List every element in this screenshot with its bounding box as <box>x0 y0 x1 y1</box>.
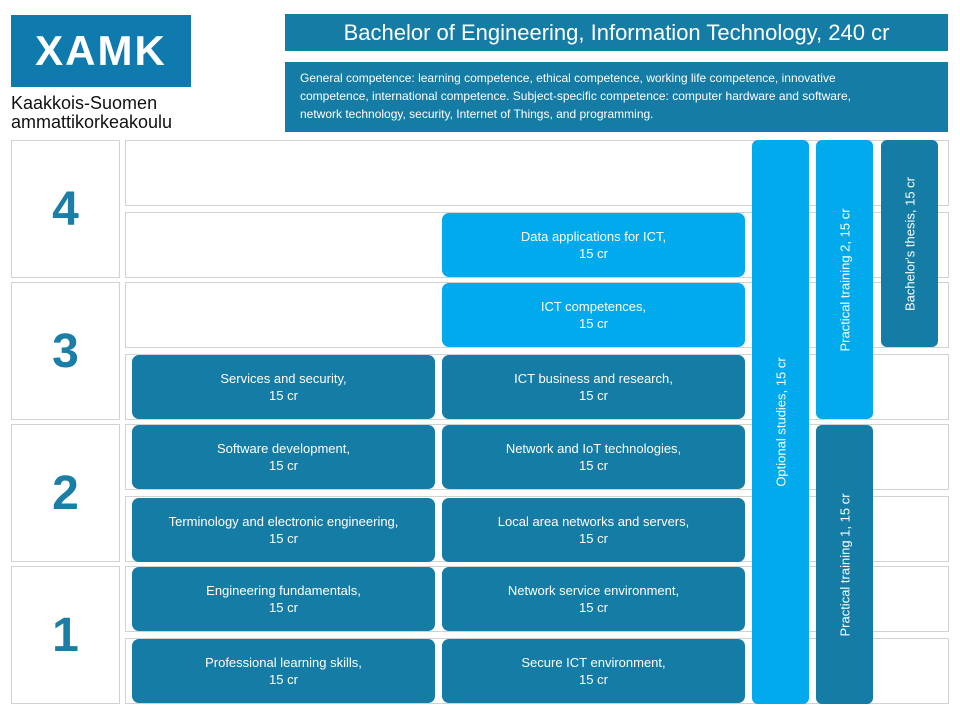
year-3-number: 3 <box>52 324 79 378</box>
course-services-security[interactable]: Services and security, 15 cr <box>132 355 435 419</box>
year-4-box: 4 <box>11 140 120 278</box>
course-credits: 15 cr <box>579 246 608 261</box>
practical-training-1-bar[interactable]: Practical training 1, 15 cr <box>816 425 873 704</box>
bachelors-thesis-label: Bachelor's thesis, 15 cr <box>902 176 917 311</box>
course-terminology-electronics[interactable]: Terminology and electronic engineering, … <box>132 498 435 562</box>
course-credits: 15 cr <box>579 531 608 546</box>
competence-description: General competence: learning competence,… <box>285 62 948 132</box>
semester-row <box>125 140 949 206</box>
logo-subtitle: Kaakkois-Suomen ammattikorkeakoulu <box>11 94 172 132</box>
course-ict-business-research[interactable]: ICT business and research, 15 cr <box>442 355 745 419</box>
year-4-number: 4 <box>52 182 79 236</box>
course-lan-servers[interactable]: Local area networks and servers, 15 cr <box>442 498 745 562</box>
bachelors-thesis-bar[interactable]: Bachelor's thesis, 15 cr <box>881 140 938 347</box>
course-credits: 15 cr <box>579 600 608 615</box>
logo-subtitle-line2: ammattikorkeakoulu <box>11 112 173 132</box>
course-professional-learning[interactable]: Professional learning skills, 15 cr <box>132 639 435 703</box>
course-name: Services and security, <box>220 371 347 386</box>
year-1-number: 1 <box>52 608 79 662</box>
course-credits: 15 cr <box>269 531 298 546</box>
course-credits: 15 cr <box>269 672 298 687</box>
optional-studies-label: Optional studies, 15 cr <box>773 357 788 487</box>
degree-title: Bachelor of Engineering, Information Tec… <box>285 14 948 51</box>
year-2-box: 2 <box>11 424 120 562</box>
course-credits: 15 cr <box>269 458 298 473</box>
course-name: Professional learning skills, <box>205 655 362 670</box>
course-credits: 15 cr <box>269 600 298 615</box>
year-1-box: 1 <box>11 566 120 704</box>
competence-line: network technology, security, Internet o… <box>300 107 654 121</box>
practical-training-2-bar[interactable]: Practical training 2, 15 cr <box>816 140 873 419</box>
course-name: Terminology and electronic engineering, <box>168 514 399 529</box>
practical-training-1-label: Practical training 1, 15 cr <box>837 492 852 637</box>
course-name: ICT business and research, <box>514 371 673 386</box>
course-name: Engineering fundamentals, <box>206 583 361 598</box>
course-network-iot[interactable]: Network and IoT technologies, 15 cr <box>442 425 745 489</box>
course-ict-competences[interactable]: ICT competences, 15 cr <box>442 283 745 347</box>
course-name: Network service environment, <box>507 583 680 598</box>
logo-subtitle-line1: Kaakkois-Suomen <box>11 93 158 113</box>
year-3-box: 3 <box>11 282 120 420</box>
course-name: Local area networks and servers, <box>497 514 690 529</box>
course-engineering-fundamentals[interactable]: Engineering fundamentals, 15 cr <box>132 567 435 631</box>
competence-line: General competence: learning competence,… <box>300 71 836 85</box>
course-credits: 15 cr <box>579 316 608 331</box>
course-network-service-env[interactable]: Network service environment, 15 cr <box>442 567 745 631</box>
course-credits: 15 cr <box>269 388 298 403</box>
course-credits: 15 cr <box>579 388 608 403</box>
practical-training-2-label: Practical training 2, 15 cr <box>837 207 852 352</box>
course-name: ICT competences, <box>540 299 647 314</box>
year-2-number: 2 <box>52 466 79 520</box>
course-secure-ict[interactable]: Secure ICT environment, 15 cr <box>442 639 745 703</box>
xamk-logo-box <box>11 15 191 87</box>
course-credits: 15 cr <box>579 458 608 473</box>
course-credits: 15 cr <box>579 672 608 687</box>
course-name: Secure ICT environment, <box>521 655 666 670</box>
optional-studies-bar[interactable]: Optional studies, 15 cr <box>752 140 809 704</box>
course-name: Software development, <box>217 441 350 456</box>
course-data-applications[interactable]: Data applications for ICT, 15 cr <box>442 213 745 277</box>
course-name: Network and IoT technologies, <box>505 441 682 456</box>
xamk-logo-mark: XAMK <box>35 27 167 74</box>
competence-line: competence, international competence. Su… <box>300 89 851 103</box>
course-name: Data applications for ICT, <box>520 229 667 244</box>
course-software-development[interactable]: Software development, 15 cr <box>132 425 435 489</box>
